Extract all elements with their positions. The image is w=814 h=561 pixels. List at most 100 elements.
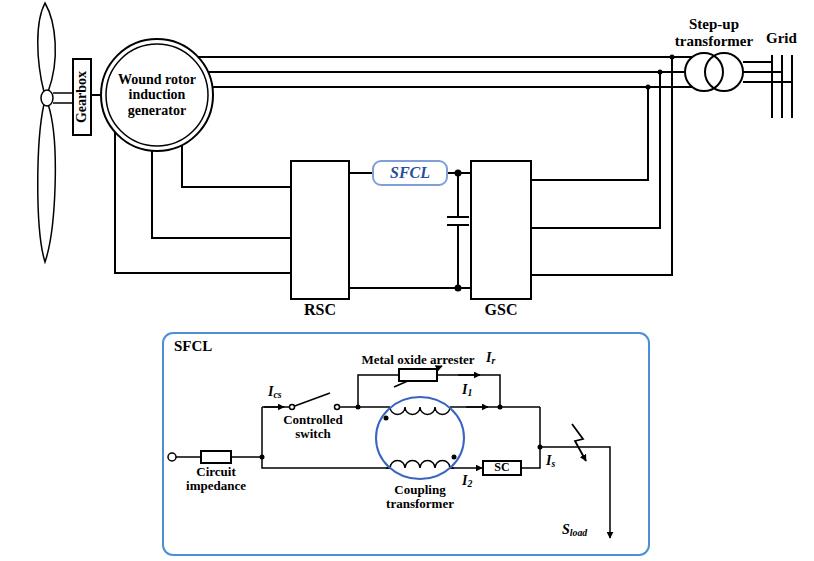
- label-holder: Is: [546, 453, 555, 468]
- connector: [92, 94, 100, 96]
- node-label: Wound rotor induction generator: [111, 72, 203, 118]
- junction-dot: [452, 455, 457, 460]
- sfcl-circuit-wiring: [168, 453, 176, 461]
- subscript: load: [570, 527, 587, 538]
- grid-bus: [781, 55, 783, 118]
- node-label: Circuit impedance: [174, 465, 258, 494]
- sfcl-circuit-wiring: [176, 456, 200, 458]
- node-label: RSC: [290, 301, 350, 319]
- grid-bus: [743, 81, 792, 83]
- label-holder: Ics: [268, 384, 282, 399]
- sfcl-circuit-wiring: [261, 407, 263, 457]
- subscript: cs: [273, 389, 281, 400]
- label-holder: Ir: [486, 350, 495, 365]
- connector: [448, 172, 470, 174]
- junction-dot: [260, 405, 543, 460]
- subscript: 2: [467, 478, 472, 489]
- transformer-symbol: Step-up transformer: [684, 52, 744, 92]
- text-label: Grid: [766, 30, 797, 47]
- coupling-transformer: Coupling transformer: [375, 396, 465, 480]
- sfcl-box: SFCL: [372, 160, 448, 186]
- subscript: 1: [467, 387, 472, 398]
- subscript: s: [551, 458, 555, 469]
- current-label: Ir: [486, 350, 495, 365]
- sfcl-circuit-wiring: [466, 406, 488, 408]
- grid-bus: [743, 61, 772, 63]
- label-holder: SFCL: [174, 338, 212, 355]
- drive-shaft: [53, 93, 72, 103]
- label-holder: Circuit impedance: [174, 465, 258, 494]
- label-holder: Gearbox: [74, 71, 89, 123]
- generator-circle-outline: [101, 39, 213, 151]
- coupling-transformer-outline: [376, 397, 464, 479]
- impedance-box: Circuit impedance: [200, 450, 232, 464]
- sfcl-panel: SFCL Metal oxide arresterCircuit impedanc…: [162, 332, 650, 556]
- connector: [232, 457, 390, 468]
- sfcl-circuit-wiring: [168, 366, 610, 538]
- node-label: Step-up transformer: [662, 16, 766, 49]
- connector: [532, 57, 672, 275]
- sfcl-circuit-wiring: [264, 406, 284, 408]
- label-holder: RSC: [290, 301, 350, 319]
- sfcl-circuit-wiring: [262, 406, 292, 408]
- current-label: Ics: [268, 384, 282, 399]
- current-label: Is: [546, 453, 555, 468]
- dc-link: [457, 173, 459, 217]
- connector: [198, 57, 692, 87]
- connector: [350, 172, 372, 174]
- node-label: Gearbox: [74, 71, 89, 123]
- gearbox-box: Gearbox: [72, 58, 92, 136]
- dc-link: [350, 171, 470, 291]
- node-label: GSC: [470, 301, 532, 319]
- sfcl-circuit-wiring: [358, 375, 398, 407]
- arrester-box: Metal oxide arrester: [398, 368, 438, 382]
- junction-dot: [356, 405, 361, 410]
- label-holder: I2: [462, 473, 472, 488]
- connector: [115, 132, 290, 273]
- node-label: Coupling transformer: [370, 483, 470, 512]
- current-label: I2: [462, 473, 472, 488]
- label-holder: GSC: [470, 301, 532, 319]
- sfcl-circuit-wiring: [450, 406, 540, 408]
- label-holder: Sload: [562, 522, 587, 537]
- node-label: SFCL: [174, 338, 212, 355]
- transformer-symbol-outline: [684, 52, 744, 92]
- sfcl-circuit-wiring: [522, 407, 540, 468]
- wind-turbine-blades: [38, 3, 56, 92]
- label-holder: Metal oxide arrester: [361, 353, 474, 367]
- connector: [450, 467, 482, 469]
- grid-bus: [771, 55, 773, 118]
- sfcl-circuit-wiring: [386, 461, 454, 469]
- text-label: Controlled switch: [278, 413, 348, 442]
- sfcl-circuit-wiring: [290, 405, 295, 410]
- grid-bus: [743, 55, 792, 118]
- subscript: r: [491, 355, 495, 366]
- junction-dot: [384, 416, 389, 421]
- dc-link: [350, 287, 470, 289]
- node-label: SFCL: [390, 164, 430, 182]
- sfcl-circuit-wiring: [390, 407, 450, 415]
- drive-shaft: [53, 102, 72, 104]
- transformer-symbol-outline: [705, 53, 743, 91]
- grid-bus: [743, 71, 782, 73]
- generator-circle-outline: [106, 44, 208, 146]
- label-holder: Coupling transformer: [370, 483, 470, 512]
- generator-circle: Wound rotor induction generator: [100, 38, 214, 152]
- sc-box: SC: [482, 460, 522, 476]
- sfcl-circuit-wiring: [572, 424, 586, 461]
- current-label: I1: [462, 382, 472, 397]
- junction-dot: [498, 405, 503, 410]
- dc-link: [447, 216, 469, 218]
- sfcl-circuit-wiring: [292, 393, 330, 407]
- label-holder: Controlled switch: [278, 413, 348, 442]
- wind-turbine-blades: [38, 3, 56, 262]
- dc-link: [456, 286, 461, 291]
- wind-turbine-blades: [38, 104, 56, 262]
- wind-turbine-blades: [41, 90, 53, 106]
- coupling-transformer-outline: [375, 396, 465, 480]
- sfcl-circuit-wiring: [335, 405, 340, 410]
- converter-box: GSC: [470, 160, 532, 300]
- current-label: Sload: [562, 522, 587, 537]
- dc-link: [457, 225, 459, 288]
